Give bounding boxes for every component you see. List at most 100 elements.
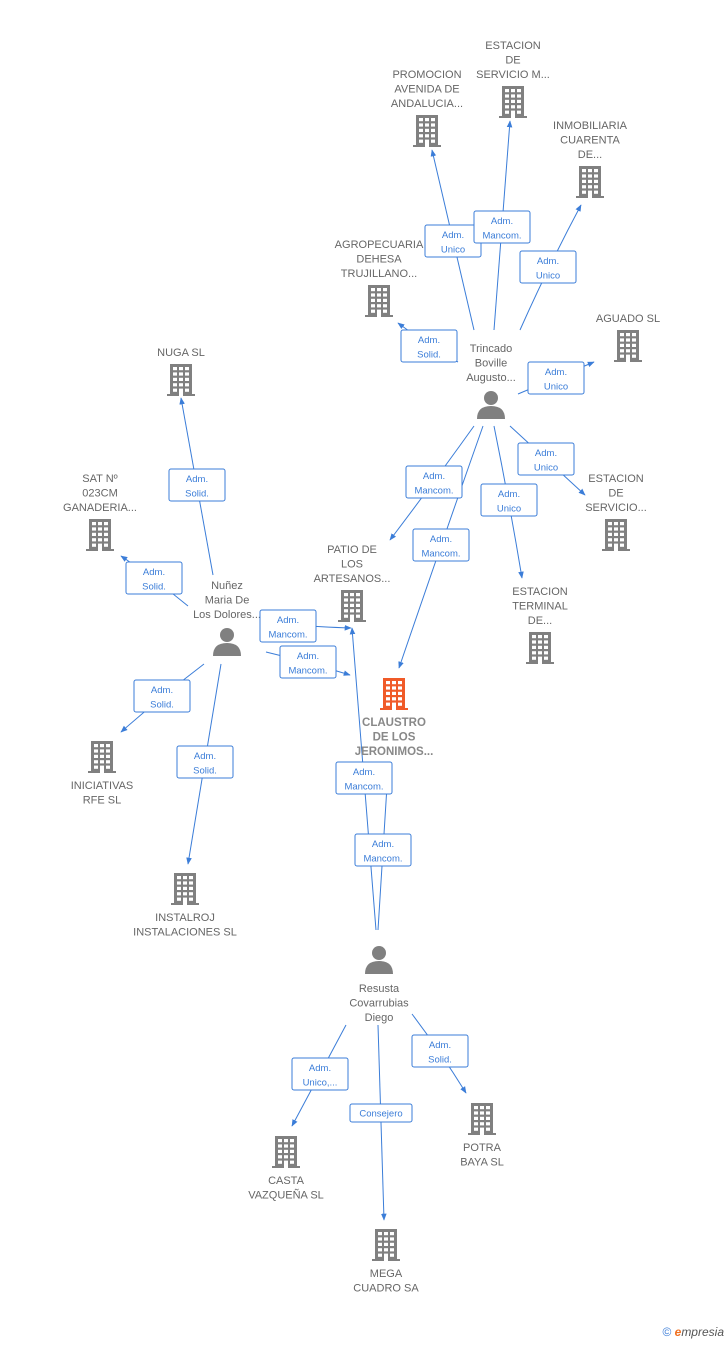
- edge-label-trincado-to-estacion_t[interactable]: Adm.Unico: [480, 483, 538, 517]
- building-window: [173, 367, 177, 371]
- edge-label-trincado-to-estacion_s[interactable]: Adm.Unico: [517, 442, 575, 476]
- edge-label-trincado-to-promocion[interactable]: Adm.Unico: [424, 224, 482, 258]
- edge-label-resusta-to-patio[interactable]: Adm.Mancom.: [335, 761, 393, 795]
- node-label: MEGA: [370, 1268, 403, 1280]
- building-window: [392, 681, 396, 685]
- edge-label-box: [527, 361, 585, 395]
- building-window: [608, 543, 612, 547]
- building-window: [378, 1248, 382, 1252]
- node-label: INMOBILIARIA: [553, 120, 628, 132]
- building-icon: [171, 873, 199, 905]
- building-window: [384, 1242, 388, 1246]
- edge-label-trincado-to-inmobiliaria[interactable]: Adm.Unico: [519, 250, 577, 284]
- edge-label-trincado-to-claustro[interactable]: Adm.Mancom.: [412, 528, 470, 562]
- building-window: [371, 288, 375, 292]
- edge-label-text: Unico: [536, 271, 560, 282]
- edge-label-nunez-to-instalroj[interactable]: Adm.Solid.: [176, 745, 234, 779]
- edge-label-nunez-to-patio[interactable]: Adm.Mancom.: [259, 609, 317, 643]
- building-window: [92, 527, 96, 531]
- edge-label-trincado-to-estacion_m[interactable]: Adm.Mancom.: [473, 210, 531, 244]
- building-window: [173, 377, 177, 381]
- building-window: [486, 1127, 490, 1131]
- building-window: [620, 538, 624, 542]
- building-window: [425, 118, 429, 122]
- node-label: Trincado: [470, 343, 512, 355]
- building-window: [517, 99, 521, 103]
- node-inmobiliaria[interactable]: INMOBILIARIACUARENTADE...: [553, 120, 628, 198]
- building-window: [344, 593, 348, 597]
- building-door: [480, 1129, 484, 1135]
- building-window: [582, 174, 586, 178]
- node-nuga[interactable]: NUGA SL: [157, 347, 205, 396]
- edges-layer: [120, 120, 595, 1221]
- node-trincado[interactable]: TrincadoBovilleAugusto...: [466, 343, 516, 419]
- node-agropecuaria[interactable]: AGROPECUARIADEHESATRUJILLANO...: [335, 239, 424, 317]
- edge-label-resusta-to-potra[interactable]: Adm.Solid.: [411, 1034, 469, 1068]
- building-window: [398, 702, 402, 706]
- building-icon: [380, 678, 408, 710]
- edge-label-nunez-to-nuga[interactable]: Adm.Solid.: [168, 468, 226, 502]
- node-label: TRUJILLANO...: [341, 268, 417, 280]
- building-window: [344, 609, 348, 613]
- edge-label-trincado-to-agropecuaria[interactable]: Adm.Solid.: [400, 329, 458, 363]
- building-window: [538, 651, 542, 655]
- building-window: [386, 702, 390, 706]
- edge-label-text: Adm.: [498, 489, 520, 500]
- building-window: [100, 749, 104, 753]
- building-window: [185, 383, 189, 387]
- building-window: [177, 897, 181, 901]
- building-window: [632, 354, 636, 358]
- edge-label-box: [519, 250, 577, 284]
- node-label: Resusta: [359, 983, 400, 995]
- edge-labels-layer: Adm.UnicoAdm.Mancom.Adm.UnicoAdm.Solid.A…: [125, 210, 585, 1123]
- building-window: [94, 749, 98, 753]
- building-window: [177, 886, 181, 890]
- building-window: [384, 1232, 388, 1236]
- edge-label-text: Consejero: [359, 1109, 402, 1120]
- edge-label-nunez-to-iniciativas[interactable]: Adm.Solid.: [133, 679, 191, 713]
- node-patio[interactable]: PATIO DELOSARTESANOS...: [314, 544, 391, 622]
- edge-label-box: [480, 483, 538, 517]
- edge-label-resusta-to-casta[interactable]: Adm.Unico,...: [291, 1057, 349, 1091]
- edge-label-resusta-to-claustro[interactable]: Adm.Mancom.: [354, 833, 412, 867]
- edge-label-text: Adm.: [423, 471, 445, 482]
- edge-label-nunez-to-claustro[interactable]: Adm.Mancom.: [279, 645, 337, 679]
- edge-label-text: Adm.: [418, 335, 440, 346]
- building-window: [511, 105, 515, 109]
- building-window: [371, 293, 375, 297]
- building-window: [511, 89, 515, 93]
- edge-label-nunez-to-sat[interactable]: Adm.Solid.: [125, 561, 183, 595]
- building-window: [179, 383, 183, 387]
- edge-label-box: [335, 761, 393, 795]
- edge-label-trincado-to-patio[interactable]: Adm.Mancom.: [405, 465, 463, 499]
- brand-logo-e: e: [674, 1325, 682, 1339]
- building-window: [344, 598, 348, 602]
- edge-label-resusta-to-mega[interactable]: Consejero: [349, 1103, 413, 1123]
- building-icon: [468, 1103, 496, 1135]
- building-window: [278, 1139, 282, 1143]
- node-label: ESTACION: [485, 40, 540, 52]
- building-window: [505, 94, 509, 98]
- node-estacion_t[interactable]: ESTACIONTERMINALDE...: [512, 586, 568, 664]
- building-window: [588, 185, 592, 189]
- node-sat[interactable]: SAT Nº023CMGANADERIA...: [63, 473, 137, 551]
- node-label: SAT Nº: [82, 473, 117, 485]
- node-label: POTRA: [463, 1142, 502, 1154]
- edge-label-trincado-to-aguado[interactable]: Adm.Unico: [527, 361, 585, 395]
- node-estacion_s[interactable]: ESTACIONDESERVICIO...: [585, 473, 647, 551]
- node-aguado[interactable]: AGUADO SL: [596, 313, 660, 362]
- building-window: [386, 697, 390, 701]
- building-window: [383, 298, 387, 302]
- building-window: [398, 697, 402, 701]
